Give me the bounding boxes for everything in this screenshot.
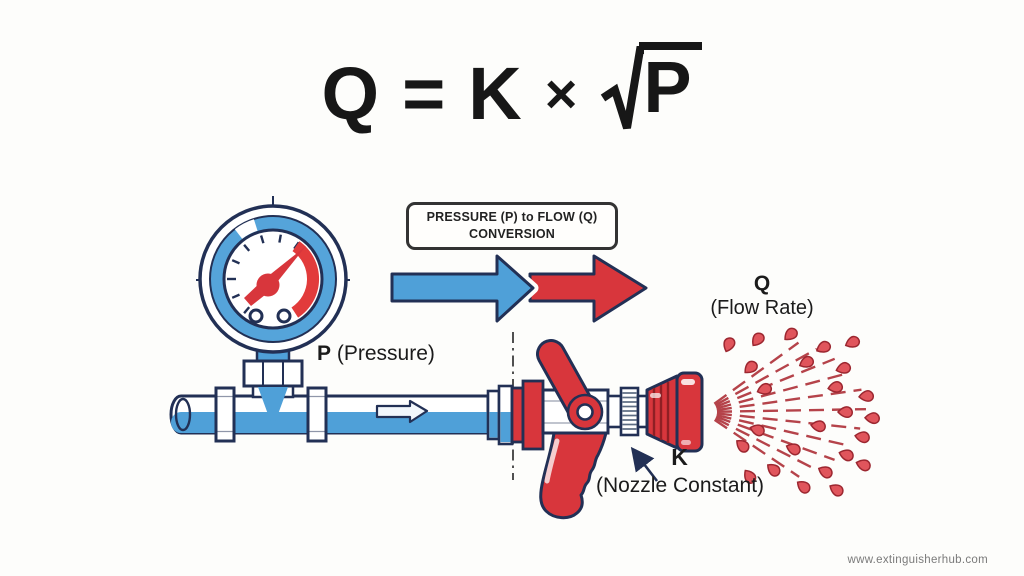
pressure-tap-arrow [258, 387, 288, 428]
gauge-needle [244, 246, 306, 306]
pipe-end-cap [174, 397, 192, 432]
coupling-ring [510, 386, 525, 444]
gauge-screw-right [276, 308, 292, 324]
formula: Q = K × P [0, 42, 1024, 140]
pressure-symbol: P [317, 342, 332, 365]
pipe-flow-arrow [375, 399, 429, 424]
website-watermark: www.extinguisherhub.com [847, 554, 988, 566]
square-root: P [600, 42, 703, 136]
nozzle-grip [539, 431, 608, 520]
nozzle-constant-symbol: K [671, 444, 689, 470]
pipe-flange-right [306, 386, 328, 443]
pressure-label: P (Pressure) [317, 342, 435, 366]
sqrt-radical-icon [601, 46, 645, 130]
flow-rate-caption: (Flow Rate) [710, 297, 814, 319]
supply-pipe [169, 386, 490, 443]
fire-nozzle [486, 339, 704, 520]
formula-k: K [468, 51, 523, 135]
formula-q: Q [321, 51, 381, 135]
stem-hex-nut [242, 359, 304, 388]
conversion-box-line2: CONVERSION [468, 226, 556, 241]
flow-rate-symbol: Q [753, 272, 771, 295]
pressure-gauge [196, 196, 350, 354]
flow-rate-label: Q (Flow Rate) [700, 272, 824, 320]
pipe-flange-left [214, 386, 236, 443]
k-pointer-arrow [630, 446, 659, 482]
needle-hub [256, 273, 280, 297]
nozzle-tip [675, 371, 704, 453]
nozzle-lever [536, 339, 604, 431]
gauge-red-zone [291, 241, 320, 318]
gauge-screw-left [248, 308, 264, 324]
nozzle-constant-caption: (Nozzle Constant) [595, 474, 765, 497]
formula-radicand: P [639, 42, 703, 128]
formula-equals: = [402, 51, 447, 135]
lever-pivot [576, 403, 594, 421]
conversion-box-line1: PRESSURE (P) to FLOW (Q) [426, 210, 598, 224]
formula-times: × [544, 61, 579, 125]
pressure-caption: (Pressure) [336, 342, 435, 365]
flow-arrow-red [528, 254, 648, 323]
nozzle-constant-label: K (Nozzle Constant) [588, 444, 772, 498]
conversion-arrows [386, 250, 648, 327]
flow-arrow-blue [390, 254, 535, 323]
water-spray [713, 325, 881, 499]
conversion-box: PRESSURE (P) to FLOW (Q) CONVERSION [406, 202, 618, 250]
coupling-collar [521, 379, 545, 451]
